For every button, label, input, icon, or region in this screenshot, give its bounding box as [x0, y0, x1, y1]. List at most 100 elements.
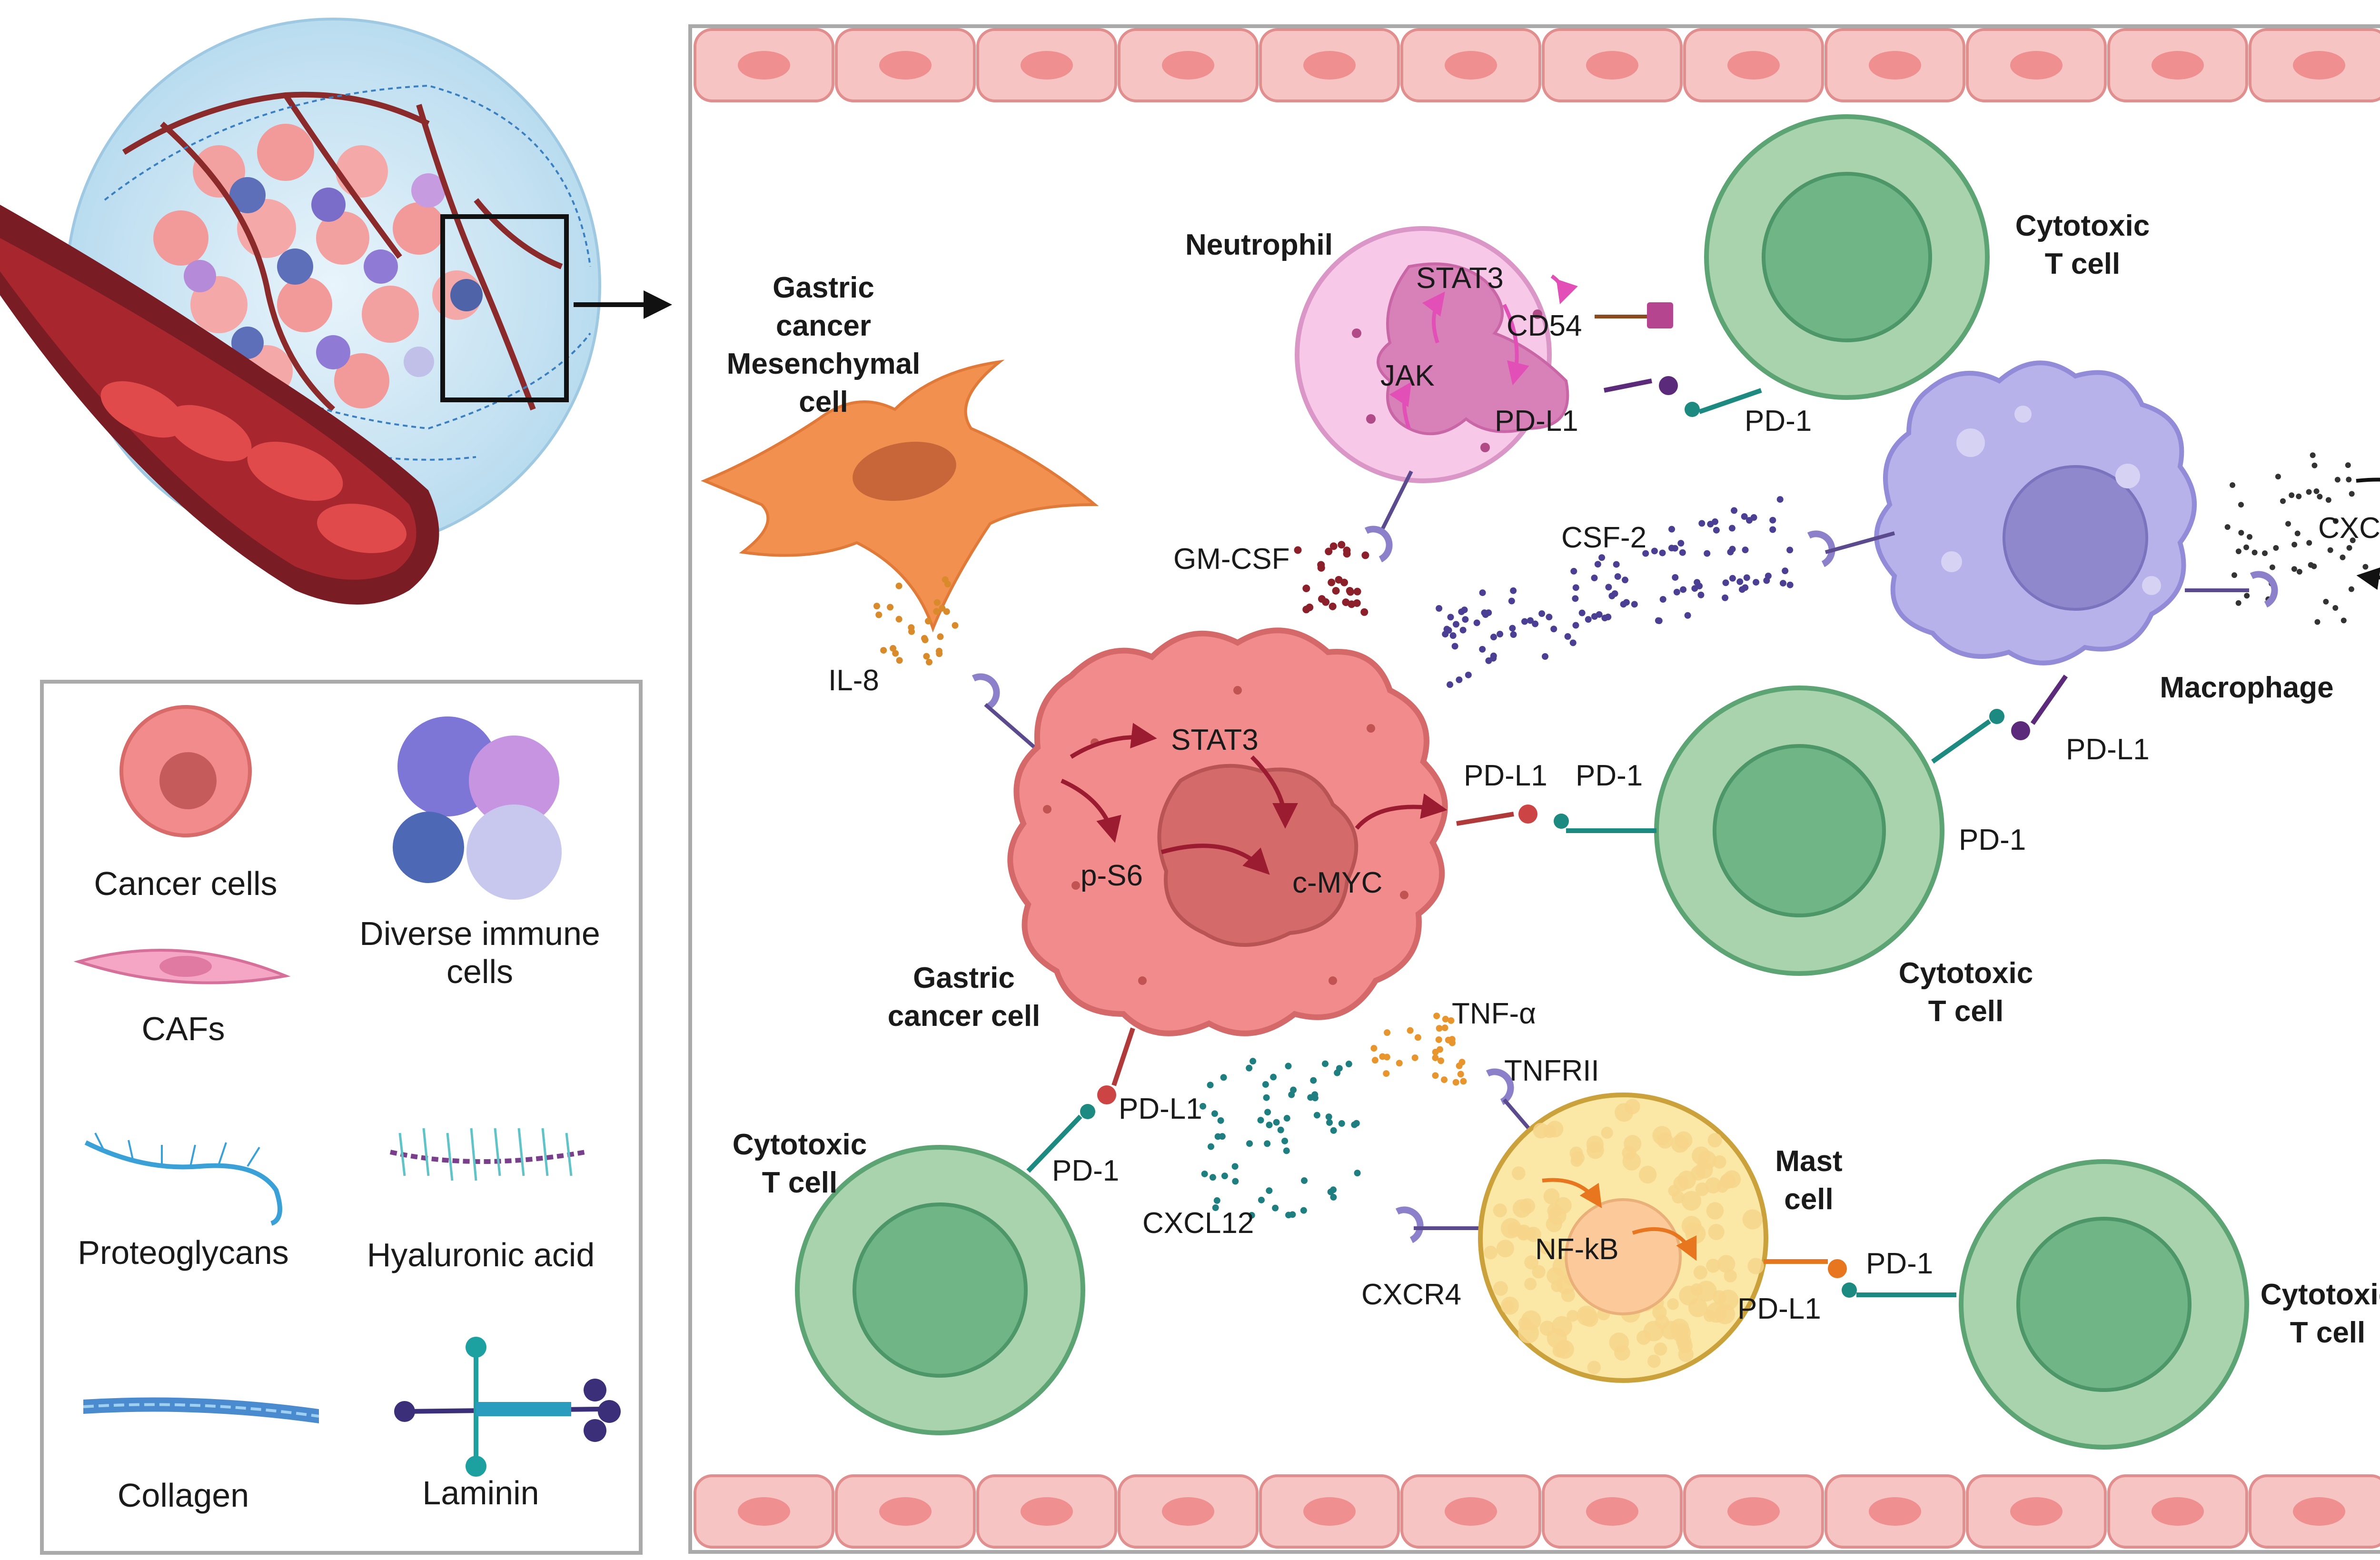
cytokine-particle [1611, 590, 1618, 597]
cytokine-particle [1232, 1178, 1239, 1185]
cytokine-particle [1407, 1027, 1414, 1034]
macrophage [1874, 360, 2197, 666]
cytokine-particle [1743, 574, 1750, 581]
cytokine-particle [1327, 1188, 1334, 1195]
cytokine-particle [1246, 1064, 1253, 1072]
bl-pd1-label: PD-1 [1052, 1154, 1119, 1187]
cytokine-particle [1300, 1207, 1307, 1214]
tcell-bottom-right [1959, 1159, 2249, 1450]
cytokine-particle [1306, 603, 1314, 611]
cytokine-particle [2296, 568, 2302, 575]
cytokine-particle [2349, 491, 2355, 497]
cytokine-particle [1342, 598, 1350, 606]
endothelial-cell [2249, 28, 2380, 102]
endothelial-cell [1683, 1474, 1824, 1549]
cytokine-particle [1452, 621, 1459, 628]
cytokine-particle [1569, 639, 1577, 646]
neutrophil-stat3-label: STAT3 [1416, 262, 1504, 295]
mast-cell [1478, 1093, 1768, 1383]
cytokine-particle [1673, 588, 1680, 596]
mesenchymal-cell [701, 359, 1099, 633]
cytokine-particle [2346, 545, 2352, 551]
cytokine-particle [1508, 597, 1515, 605]
cytokine-particle [1325, 1113, 1332, 1120]
cytokine-particle [936, 650, 943, 657]
tnfa-particles [1370, 1013, 1467, 1086]
cytokine-particle [1711, 518, 1718, 525]
endothelial-cell [1825, 1474, 1965, 1549]
cytokine-particle [1313, 1112, 1320, 1119]
cytokine-particle [1433, 1013, 1440, 1020]
cytokine-particle [1231, 1163, 1239, 1170]
cxcr4-receptor [1395, 1206, 1424, 1243]
cytokine-particle [1445, 627, 1452, 634]
cytokine-particle [1731, 507, 1738, 514]
cytokine-particle [952, 622, 959, 629]
cytokine-particle [922, 636, 929, 644]
cytokine-particle [1656, 617, 1663, 625]
cytokine-particle [896, 657, 903, 664]
cytokine-particle [1722, 579, 1729, 586]
cytokine-particle [1338, 1120, 1345, 1127]
cytokine-particle [2291, 566, 2297, 572]
gastric-cancer-cell [1007, 627, 1448, 1036]
endothelial-cell [1966, 1474, 2107, 1549]
legend-collagen-label: Collagen [118, 1477, 249, 1514]
cytokine-particle [1290, 1086, 1297, 1093]
macrophage-label: Macrophage [2160, 671, 2333, 704]
cytokine-particle [1621, 576, 1628, 584]
cytokine-particle [1283, 1147, 1290, 1154]
legend-immune-cells-icon [393, 716, 562, 900]
cytokine-particle [925, 658, 932, 666]
endothelial-cell [976, 1474, 1117, 1549]
tcell-br-label-2: T cell [2290, 1316, 2366, 1349]
msc-label-4: cell [799, 386, 848, 418]
cytokine-particle [1370, 1045, 1378, 1052]
cytokine-particle [1383, 1053, 1390, 1061]
cytokine-particle [1411, 1054, 1418, 1061]
vessel-wall-bottom [694, 1474, 2380, 1549]
cytokine-particle [1572, 584, 1579, 591]
cytokine-particle [1447, 681, 1454, 688]
cytokine-particle [2348, 586, 2354, 592]
cytokine-particle [1354, 1170, 1361, 1177]
cytokine-particle [2238, 530, 2244, 536]
cytokine-particle [1360, 608, 1368, 616]
cytokine-particle [1779, 580, 1786, 587]
cytokine-particle [1266, 1122, 1273, 1129]
cytokine-particle [1435, 1036, 1442, 1043]
cytokine-particle [1272, 1204, 1279, 1212]
cytokine-particle [1448, 1039, 1456, 1046]
cytokine-particle [1301, 1177, 1308, 1184]
cytokine-particle [2314, 619, 2320, 625]
cytokine-particle [1311, 1091, 1319, 1098]
cd54-label: CD54 [1507, 309, 1582, 342]
cytokine-particle [1343, 550, 1351, 558]
cytokine-particle [944, 580, 951, 587]
cytokine-particle [1213, 1197, 1220, 1204]
cytokine-particle [2362, 564, 2369, 570]
cytokine-particle [1786, 581, 1794, 588]
cytokine-particle [880, 647, 887, 654]
gmcsf-label: GM-CSF [1173, 543, 1290, 576]
cytokine-particle [1728, 525, 1735, 532]
legend-cafs-label: CAFs [142, 1010, 225, 1047]
neutrophil [1295, 226, 1578, 483]
cytokine-particle [1322, 598, 1330, 606]
cytokine-particle [1605, 584, 1612, 591]
cytokine-particle [1601, 615, 1608, 622]
cytokine-particle [2310, 452, 2316, 458]
cytokine-particle [1659, 596, 1666, 603]
cytokine-particle [2289, 492, 2295, 498]
mast-pd1-label: PD-1 [1866, 1247, 1933, 1280]
tcell-bl-label-1: Cytotoxic [733, 1128, 867, 1161]
cytokine-particle [908, 624, 915, 631]
cytokine-particle [1281, 1137, 1289, 1144]
cytokine-particle [1631, 601, 1638, 608]
cytokine-particle [1353, 587, 1361, 596]
tumor-immune-cells [184, 173, 483, 377]
cytokine-particle [1414, 1034, 1421, 1041]
cytokine-particle [923, 653, 930, 660]
cytokine-particle [2247, 534, 2253, 540]
cytokine-particle [1473, 619, 1480, 626]
